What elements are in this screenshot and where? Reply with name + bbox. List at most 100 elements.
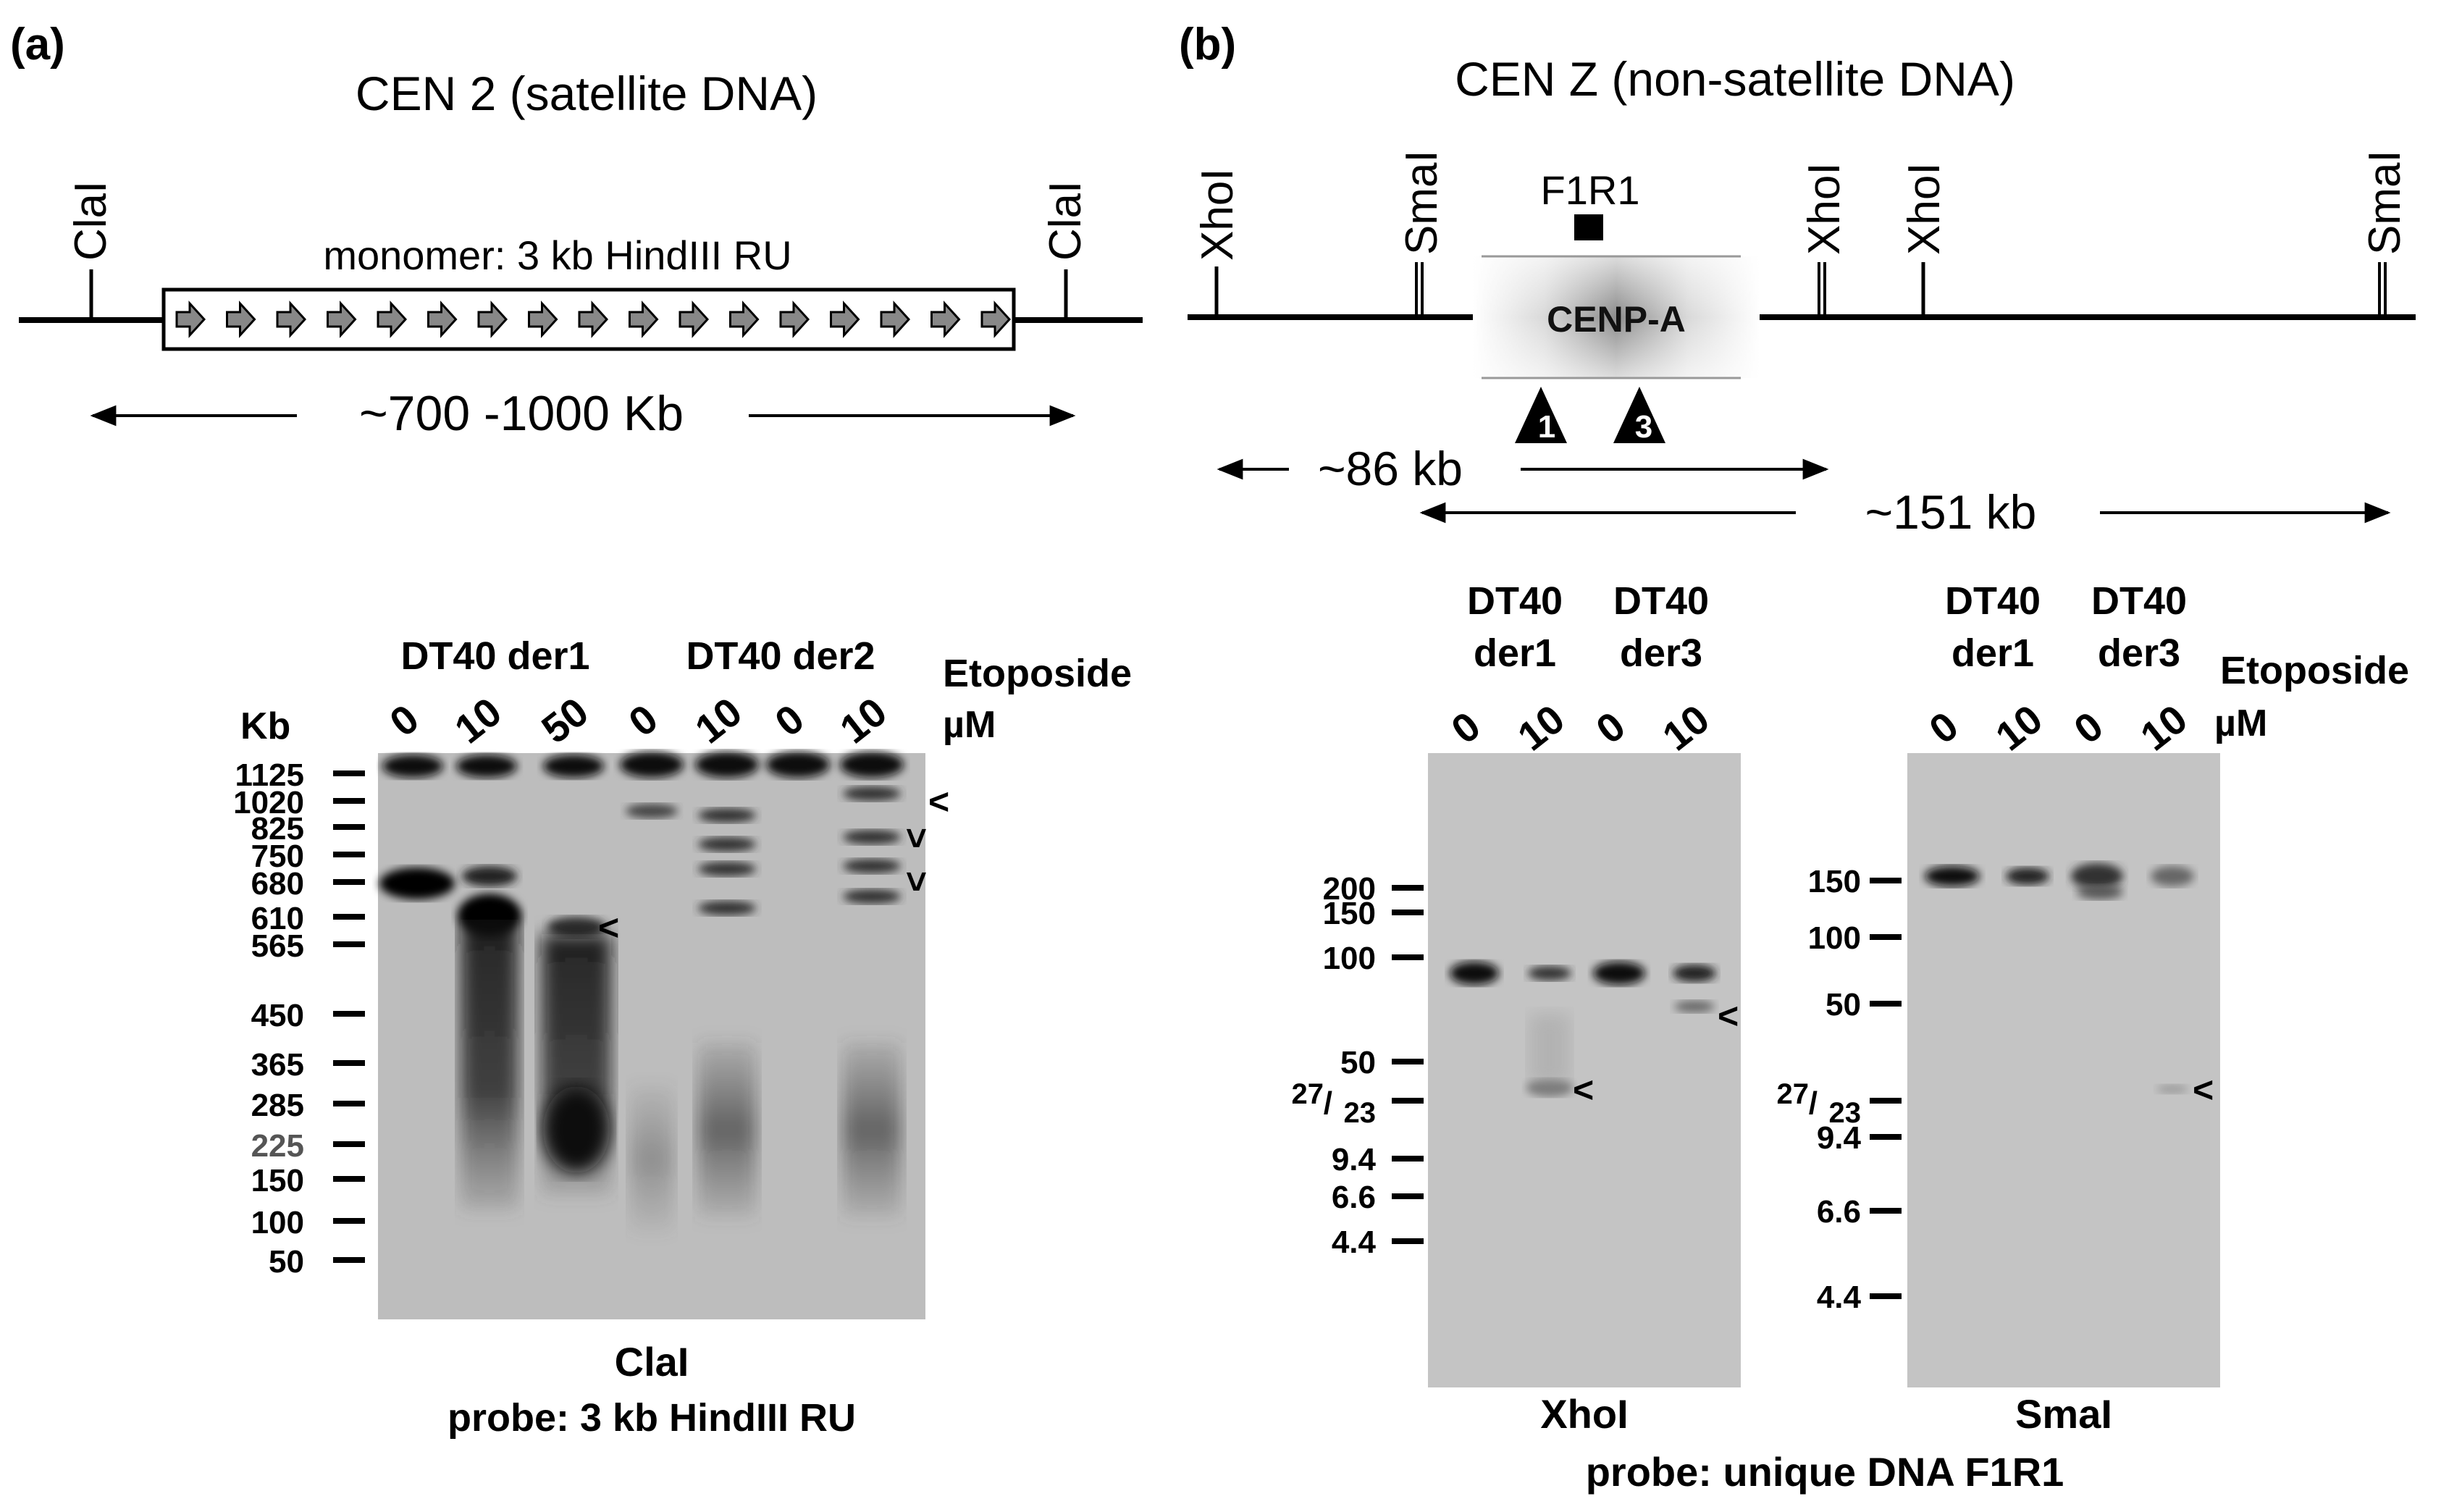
- repeat-unit-arrows: [175, 301, 1012, 338]
- band-arrowhead: <: [896, 871, 936, 892]
- repeat-unit-arrow: [930, 301, 961, 338]
- marker-tick: [1870, 1001, 1902, 1007]
- b1-group2-line1: DT40: [1613, 579, 1709, 623]
- marker-label: 825: [251, 811, 304, 847]
- marker-label: 50: [269, 1244, 304, 1280]
- band: [1450, 962, 1499, 985]
- marker-tick: [1870, 1098, 1902, 1104]
- repeat-unit-arrow: [477, 301, 508, 338]
- marker-tick: [1392, 954, 1424, 960]
- marker-tick: [333, 852, 365, 857]
- marker-tick: [333, 1257, 365, 1263]
- dose-label: 10: [1509, 696, 1573, 760]
- triangle-1-label: 1: [1538, 409, 1555, 445]
- well-band: [456, 755, 517, 778]
- monomer-label: monomer: 3 kb HindIII RU: [323, 232, 791, 278]
- repeat-unit-arrow: [327, 301, 357, 338]
- well-band: [695, 752, 759, 778]
- repeat-unit-arrow: [779, 301, 810, 338]
- marker-label: 23: [1344, 1097, 1377, 1129]
- marker-label: 365: [251, 1047, 304, 1083]
- band: [626, 804, 678, 818]
- marker-label: 150: [1323, 896, 1376, 931]
- band: [843, 786, 901, 801]
- marker-label: 50: [1340, 1045, 1376, 1080]
- svg-text:/: /: [1324, 1085, 1332, 1121]
- probe-label-a: probe: 3 kb HindIII RU: [448, 1396, 856, 1440]
- dose-label: 0: [2065, 702, 2111, 752]
- dose-label: 0: [1442, 702, 1488, 752]
- marker-tick: [333, 941, 365, 947]
- blot-b1-background: [1428, 753, 1741, 1387]
- marker-tick: [333, 1060, 365, 1066]
- b1-group1-line1: DT40: [1467, 579, 1563, 623]
- span-label-a: ~700 -1000 Kb: [359, 386, 684, 441]
- marker-tick: [1392, 1156, 1424, 1162]
- marker-label: 100: [251, 1205, 304, 1240]
- band: [698, 862, 756, 876]
- marker-tick: [333, 1176, 365, 1182]
- blot-b2-background: [1907, 753, 2220, 1387]
- marker-tick: [333, 1101, 365, 1106]
- marker-tick: [1870, 1293, 1902, 1299]
- marker-tick: [333, 798, 365, 804]
- well-band: [766, 752, 830, 778]
- treatment-label-a: Etoposide: [943, 652, 1132, 695]
- triangle-1: [1515, 387, 1567, 443]
- smear: [1529, 1014, 1570, 1086]
- gel-blot-b1: [1428, 753, 1741, 1387]
- band: [698, 808, 756, 823]
- marker-tick: [1392, 910, 1424, 915]
- band-arrowheads-a: <<<<: [598, 781, 949, 948]
- marker-label: 9.4: [1332, 1142, 1377, 1177]
- enzyme-label-a: ClaI: [615, 1339, 689, 1385]
- dose-label: 10: [1987, 696, 2051, 760]
- gel-blot-a: [378, 752, 925, 1319]
- smear: [698, 1043, 756, 1217]
- span-label-86: ~86 kb: [1318, 442, 1463, 495]
- band: [1673, 965, 1716, 982]
- marker-tick: [1870, 1208, 1902, 1214]
- gel-blot-b2: [1907, 753, 2220, 1387]
- site-clai-right: ClaI: [1041, 181, 1091, 261]
- band: [2151, 866, 2194, 886]
- band-arrowhead: <: [1718, 996, 1739, 1036]
- repeat-unit-arrow: [729, 301, 760, 338]
- group-label-der2: DT40 der2: [686, 634, 875, 678]
- band: [843, 859, 901, 873]
- site-xhoi-3: XhoI: [1899, 162, 1949, 255]
- marker-tick: [333, 1218, 365, 1224]
- band: [2156, 1085, 2188, 1093]
- marker-tick: [1392, 1098, 1424, 1104]
- f1r1-probe-box: [1574, 214, 1603, 240]
- group-label-der1: DT40 der1: [400, 634, 589, 678]
- dose-label: 10: [446, 689, 510, 752]
- smear: [543, 1086, 610, 1173]
- dose-label: 0: [1587, 702, 1633, 752]
- b2-group1-line2: der1: [1951, 631, 2034, 675]
- site-xhoi-1: XhoI: [1193, 168, 1243, 261]
- b2-group2-line2: der3: [2098, 631, 2180, 675]
- band: [1674, 1001, 1715, 1012]
- band-arrowheads-b: <<<: [1573, 996, 2214, 1110]
- marker-tick: [1870, 1134, 1902, 1140]
- dose-label: 10: [831, 689, 895, 752]
- repeat-unit-arrow: [226, 301, 256, 338]
- band: [2071, 863, 2123, 889]
- marker-label: 750: [251, 839, 304, 874]
- panel-b-title: CEN Z (non-satellite DNA): [1455, 52, 2015, 106]
- dose-label: 50: [533, 689, 597, 752]
- band: [698, 901, 756, 915]
- marker-tick: [1392, 1238, 1424, 1244]
- marker-label: 450: [251, 998, 304, 1033]
- marker-label: 6.6: [1332, 1180, 1376, 1215]
- well-band: [620, 752, 684, 778]
- kb-label: Kb: [240, 705, 290, 747]
- treatment-label-b: Etoposide: [2220, 649, 2409, 692]
- smear: [843, 1043, 901, 1217]
- cenz-map: CENP-A F1R1 XhoI SmaI XhoI XhoI SmaI 1 3: [1188, 150, 2416, 539]
- triangle-3: [1613, 387, 1665, 443]
- marker-label: 680: [251, 866, 304, 902]
- dose-label: 10: [1654, 696, 1718, 760]
- marker-tick: [333, 770, 365, 776]
